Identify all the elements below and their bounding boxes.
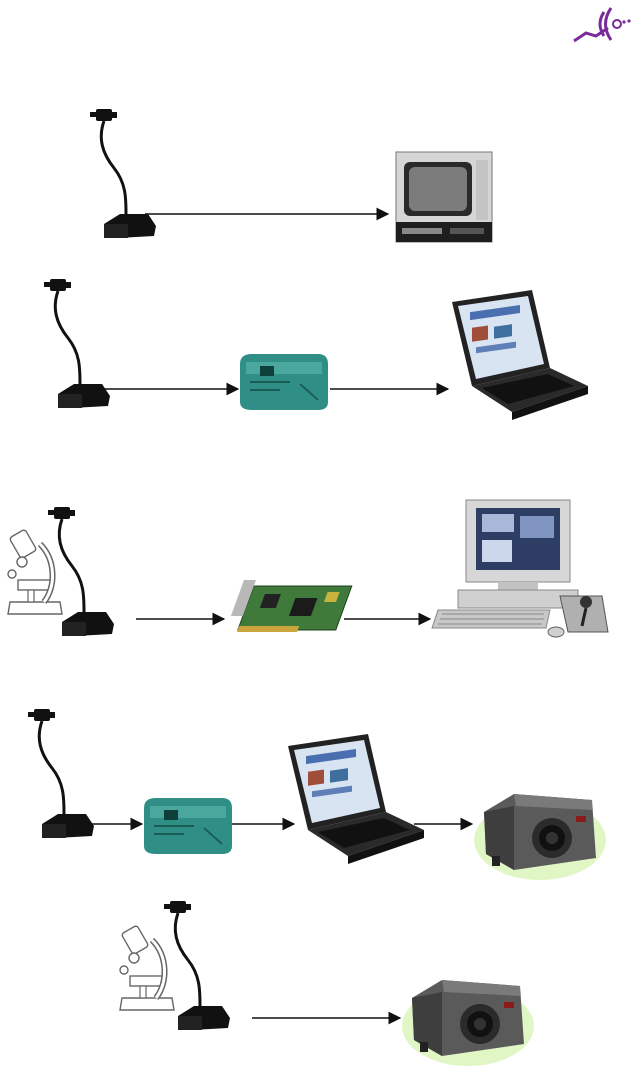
row-camera-to-laptop bbox=[44, 279, 588, 420]
microscope-icon bbox=[8, 529, 62, 614]
tv-monitor-icon bbox=[396, 152, 492, 242]
row-camera-to-tv bbox=[90, 109, 492, 242]
usb-capture-box-icon bbox=[240, 354, 328, 410]
laptop-icon bbox=[452, 290, 588, 420]
row-microscope-to-desktop bbox=[8, 500, 608, 637]
desktop-computer-icon bbox=[432, 500, 608, 637]
document-camera-icon bbox=[48, 507, 114, 636]
logo-icon bbox=[574, 8, 631, 41]
document-camera-icon bbox=[90, 109, 156, 238]
row-camera-to-projector-via-laptop bbox=[28, 709, 606, 880]
microscope-icon bbox=[120, 925, 174, 1010]
document-camera-icon bbox=[28, 709, 94, 838]
usb-capture-box-icon bbox=[144, 798, 232, 854]
capture-card-icon bbox=[225, 580, 354, 632]
laptop-icon bbox=[288, 734, 424, 864]
projector-icon bbox=[474, 794, 606, 880]
row-microscope-to-projector bbox=[120, 901, 534, 1066]
projector-icon bbox=[402, 980, 534, 1066]
